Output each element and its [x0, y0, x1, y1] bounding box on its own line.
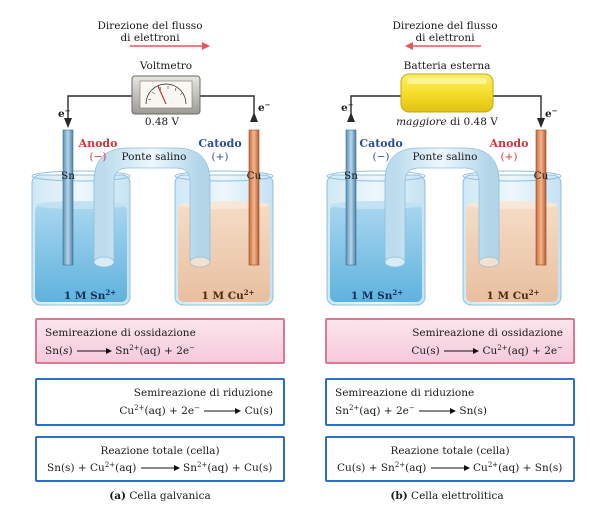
caption: (b) Cella elettrolitica [390, 490, 504, 502]
reaction-arrow [443, 347, 480, 355]
battery-icon [400, 73, 494, 113]
cathode-label: Catodo [198, 137, 242, 150]
reaction-arrow [430, 464, 470, 472]
oxidation-box: Semireazione di ossidazione Sn(s) Sn2+(a… [35, 318, 285, 364]
galvanic-cell-illustration [31, 42, 274, 306]
device-label: Batteria esterna [403, 60, 491, 72]
flow-title: Direzione del flusso [392, 20, 498, 32]
wire-right [491, 95, 542, 118]
reduction-box: Semireazione di riduzione Cu2+(aq) + 2e−… [35, 378, 285, 426]
wire-arrow-left [347, 112, 355, 122]
anode-sign: (+) [500, 151, 518, 163]
reaction-arrow [140, 464, 180, 472]
wire-left [350, 95, 403, 118]
electron-right: e− [545, 106, 558, 120]
reduction-equation: Sn2+(aq) + 2e− Sn(s) [335, 404, 487, 418]
left-beaker [31, 170, 131, 306]
right-solution-label: 1 M Cu2+ [486, 288, 540, 302]
reduction-title: Semireazione di riduzione [335, 387, 475, 399]
voltage-label: maggiore di 0.48 V [396, 116, 498, 128]
wire-arrow-right [250, 112, 258, 122]
anode-sign: (−) [89, 151, 107, 163]
tin-electrode [62, 129, 74, 266]
wire-left [67, 95, 132, 118]
panel-galvanic-cell: Direzione del flusso di elettroni Voltme… [31, 20, 285, 502]
flow-arrow-head [405, 42, 413, 50]
salt-bridge-label: Ponte salino [412, 151, 478, 163]
oxidation-title: Semireazione di ossidazione [45, 327, 196, 339]
salt-bridge [94, 148, 210, 260]
reduction-box: Semireazione di riduzione Sn2+(aq) + 2e−… [325, 378, 575, 426]
wire-arrow-left [64, 118, 72, 128]
electron-left: e− [58, 106, 71, 120]
copper-symbol: Cu [533, 170, 549, 182]
overall-box: Reazione totale (cella) Cu(s) + Sn2+(aq)… [325, 436, 575, 482]
reaction-arrow [76, 347, 112, 355]
anode-label: Anodo [489, 137, 529, 150]
cathode-label: Catodo [359, 137, 403, 150]
flow-arrow-head [202, 42, 210, 50]
left-beaker [326, 170, 426, 306]
copper-electrode [535, 129, 547, 266]
tin-symbol: Sn [344, 170, 358, 182]
voltage-label: 0.48 V [144, 116, 180, 128]
flow-title-2: di elettroni [415, 32, 475, 44]
copper-symbol: Cu [246, 170, 262, 182]
oxidation-equation: Sn(s) Sn2+(aq) + 2e− [45, 344, 195, 358]
flow-title: Direzione del flusso [97, 20, 203, 32]
wire-arrow-right [537, 118, 545, 128]
salt-bridge-label: Ponte salino [121, 151, 187, 163]
copper-electrode [248, 129, 260, 266]
left-solution-label: 1 M Sn2+ [63, 288, 117, 302]
tin-electrode [345, 129, 357, 266]
right-solution-label: 1 M Cu2+ [201, 288, 255, 302]
voltmeter-icon [131, 75, 201, 115]
panel-electrolytic-cell: Direzione del flusso di elettroni Batter… [295, 0, 590, 505]
flow-title-2: di elettroni [120, 32, 180, 44]
caption: (a) Cella galvanica [109, 490, 211, 502]
cathode-sign: (−) [372, 151, 390, 163]
reaction-arrow [418, 407, 457, 415]
tin-symbol: Sn [61, 170, 75, 182]
left-solution-label: 1 M Sn2+ [350, 288, 404, 302]
salt-bridge [385, 148, 499, 260]
overall-box: Reazione totale (cella) Sn(s) + Cu2+(aq)… [35, 436, 285, 482]
overall-equation: Cu(s) + Sn2+(aq) Cu2+(aq) + Sn(s) [337, 461, 563, 475]
anode-label: Anodo [78, 137, 118, 150]
cathode-sign: (+) [211, 151, 229, 163]
device-label: Voltmetro [139, 60, 193, 72]
reaction-arrow [203, 407, 242, 415]
oxidation-box: Semireazione di ossidazione Cu(s) Cu2+(a… [325, 318, 575, 364]
reduction-equation: Cu2+(aq) + 2e− Cu(s) [119, 404, 273, 418]
electron-right: e− [258, 100, 271, 114]
oxidation-title: Semireazione di ossidazione [412, 327, 563, 339]
electron-left: e− [341, 100, 354, 114]
overall-title: Reazione totale (cella) [100, 445, 220, 457]
overall-equation: Sn(s) + Cu2+(aq) Sn2+(aq) + Cu(s) [47, 461, 273, 475]
wire-right [200, 95, 255, 118]
overall-title: Reazione totale (cella) [390, 445, 510, 457]
reduction-title: Semireazione di riduzione [133, 387, 273, 399]
oxidation-equation: Cu(s) Cu2+(aq) + 2e− [411, 344, 563, 358]
electrolytic-cell-illustration [326, 42, 562, 306]
